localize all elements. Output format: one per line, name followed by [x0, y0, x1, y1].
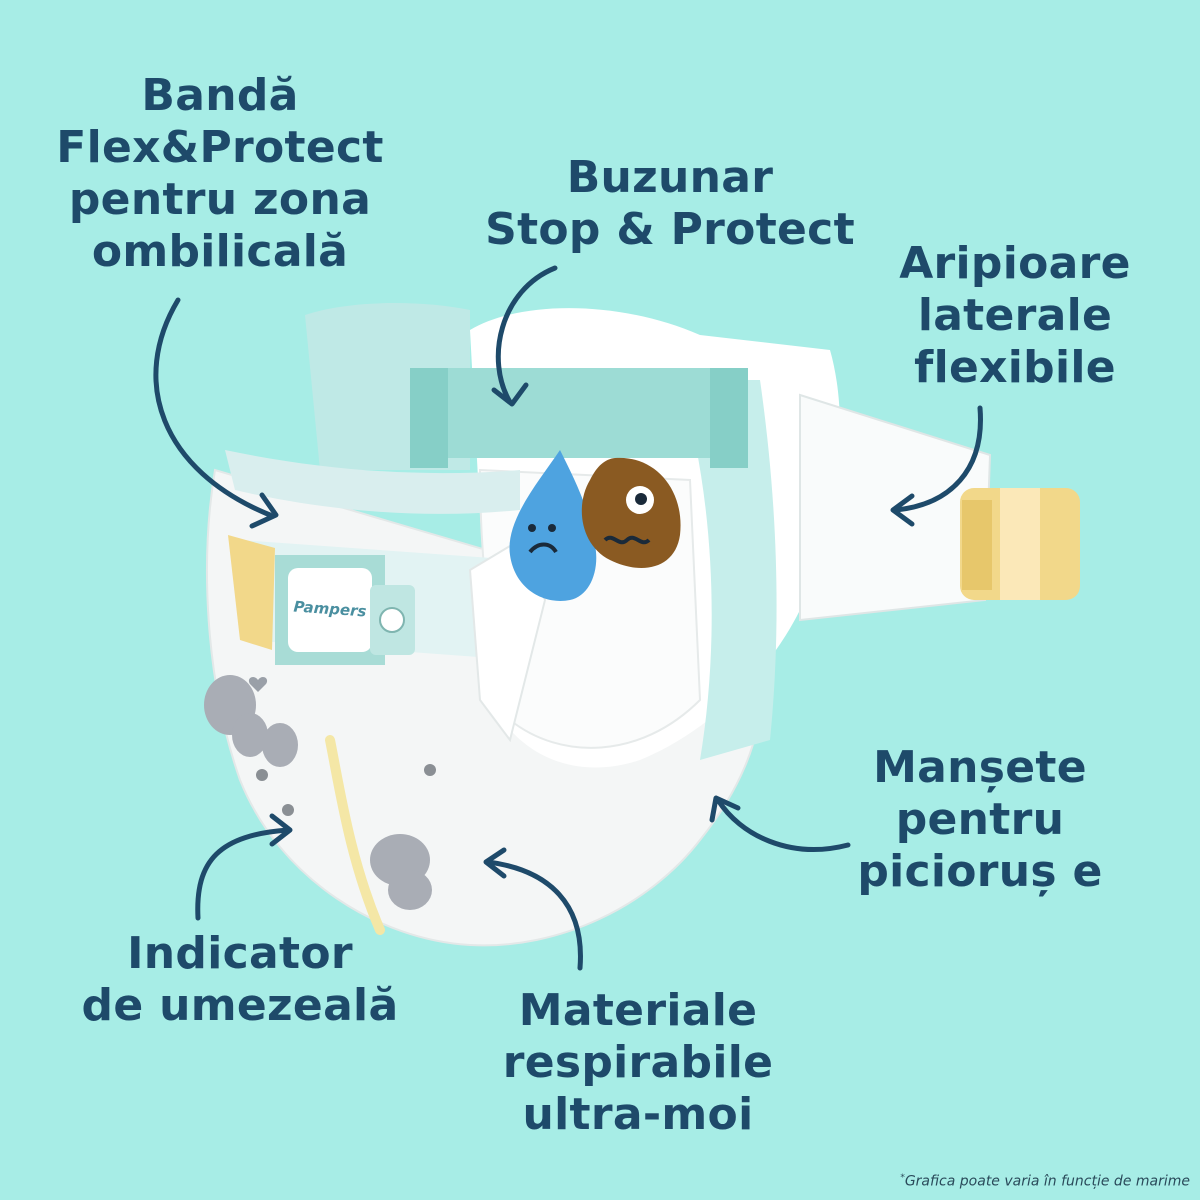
label-line: flexibile	[914, 341, 1116, 393]
label-line: Stop & Protect	[485, 203, 855, 255]
label-flex-protect-band: Bandă Flex&Protect pentru zona ombilical…	[40, 70, 400, 278]
pocket-strip	[410, 368, 745, 458]
label-side-wings: Aripioare laterale flexibile	[880, 238, 1150, 394]
label-line: Materiale	[518, 985, 758, 1036]
label-line: pentru	[895, 793, 1065, 845]
water-drop-icon	[509, 450, 597, 601]
footnote-text: Grafica poate varia în funcție de marime	[904, 1174, 1190, 1190]
label-line: Indicator	[127, 928, 353, 979]
label-line: Manșete	[873, 742, 1087, 793]
label-breathable-materials: Materiale respirabile ultra-moi	[478, 985, 798, 1141]
label-line: de umezeală	[81, 979, 399, 1031]
label-leg-cuffs: Manșete pentru picioruș e	[850, 742, 1110, 898]
poop-icon	[581, 457, 681, 568]
label-line: picioruș e	[857, 845, 1103, 897]
label-stop-protect-pocket: Buzunar Stop & Protect	[460, 152, 880, 256]
arrows	[153, 265, 983, 971]
label-line: pentru zona	[68, 173, 372, 225]
label-wetness-indicator: Indicator de umezeală	[60, 928, 420, 1032]
label-line: respirabile	[502, 1036, 774, 1088]
elephant-print-icon	[204, 675, 432, 910]
label-line: ultra-moi	[522, 1088, 754, 1140]
label-line: Bandă	[141, 70, 299, 121]
heart-icon	[248, 677, 268, 692]
label-line: Aripioare	[899, 238, 1131, 289]
diaper-body	[206, 303, 1080, 947]
footnote: *Grafica poate varia în funcție de marim…	[900, 1173, 1190, 1190]
label-line: Flex&Protect	[56, 121, 384, 173]
label-line: ombilicală	[91, 225, 349, 277]
label-line: Buzunar	[566, 152, 774, 203]
label-line: laterale	[917, 289, 1113, 341]
footnote-mark: *	[900, 1173, 905, 1184]
